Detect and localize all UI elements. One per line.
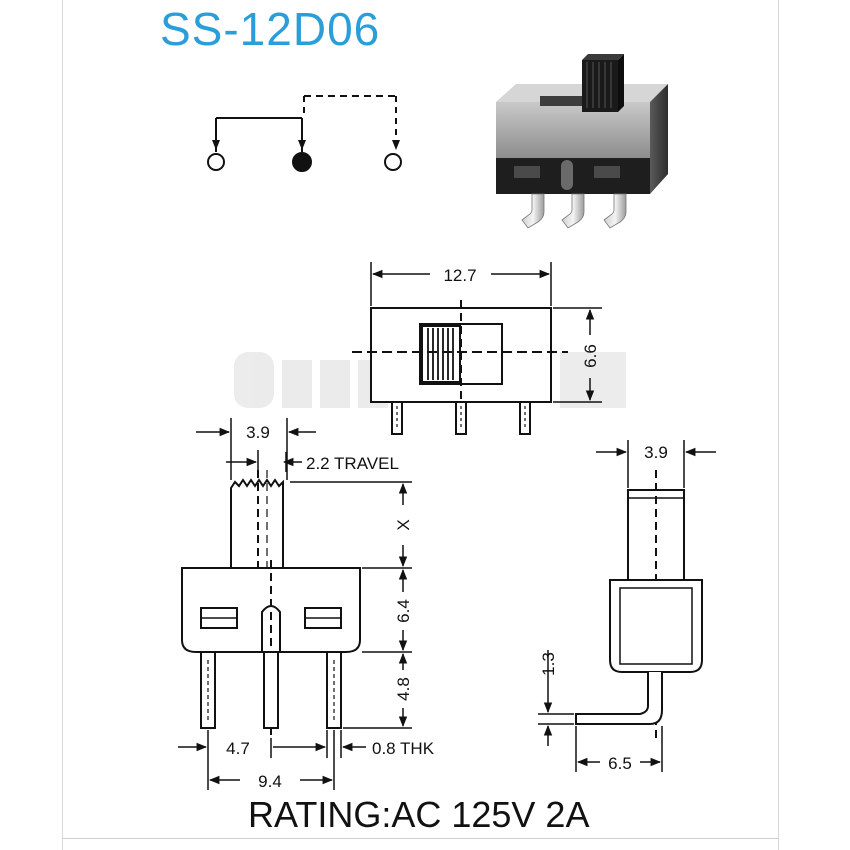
top-view-drawing bbox=[352, 262, 602, 435]
dim-lever-width-label: 3.9 bbox=[246, 423, 270, 442]
switch-schematic bbox=[207, 95, 402, 172]
side-view-drawing bbox=[538, 440, 716, 772]
rating-text: RATING:AC 125V 2A bbox=[248, 794, 590, 835]
front-view-drawing bbox=[178, 418, 412, 790]
part-number-title: SS-12D06 bbox=[160, 3, 381, 55]
dim-width-top-label: 12.7 bbox=[443, 266, 476, 285]
dim-pin-span-label: 9.4 bbox=[258, 772, 282, 791]
dim-body-height-label: 6.4 bbox=[394, 599, 413, 623]
watermark-logo bbox=[234, 352, 626, 408]
dim-height-top-label: 6.6 bbox=[581, 344, 600, 368]
dim-side-lever-width-label: 3.9 bbox=[644, 443, 668, 462]
frame-left-edge bbox=[62, 0, 63, 850]
switch-product-photo bbox=[496, 54, 668, 229]
frame-right-edge bbox=[778, 0, 779, 850]
frame-bottom-edge bbox=[62, 838, 778, 839]
dim-side-offset-label: 6.5 bbox=[608, 754, 632, 773]
dim-thickness-label: 0.8 THK bbox=[372, 739, 435, 758]
dim-side-bend-label: 1.3 bbox=[539, 652, 558, 676]
dim-pin-pitch-label: 4.7 bbox=[226, 739, 250, 758]
dim-lever-height-label: X bbox=[394, 519, 413, 530]
dim-pin-length-label: 4.8 bbox=[394, 677, 413, 701]
dim-travel-label: 2.2 TRAVEL bbox=[306, 454, 399, 473]
